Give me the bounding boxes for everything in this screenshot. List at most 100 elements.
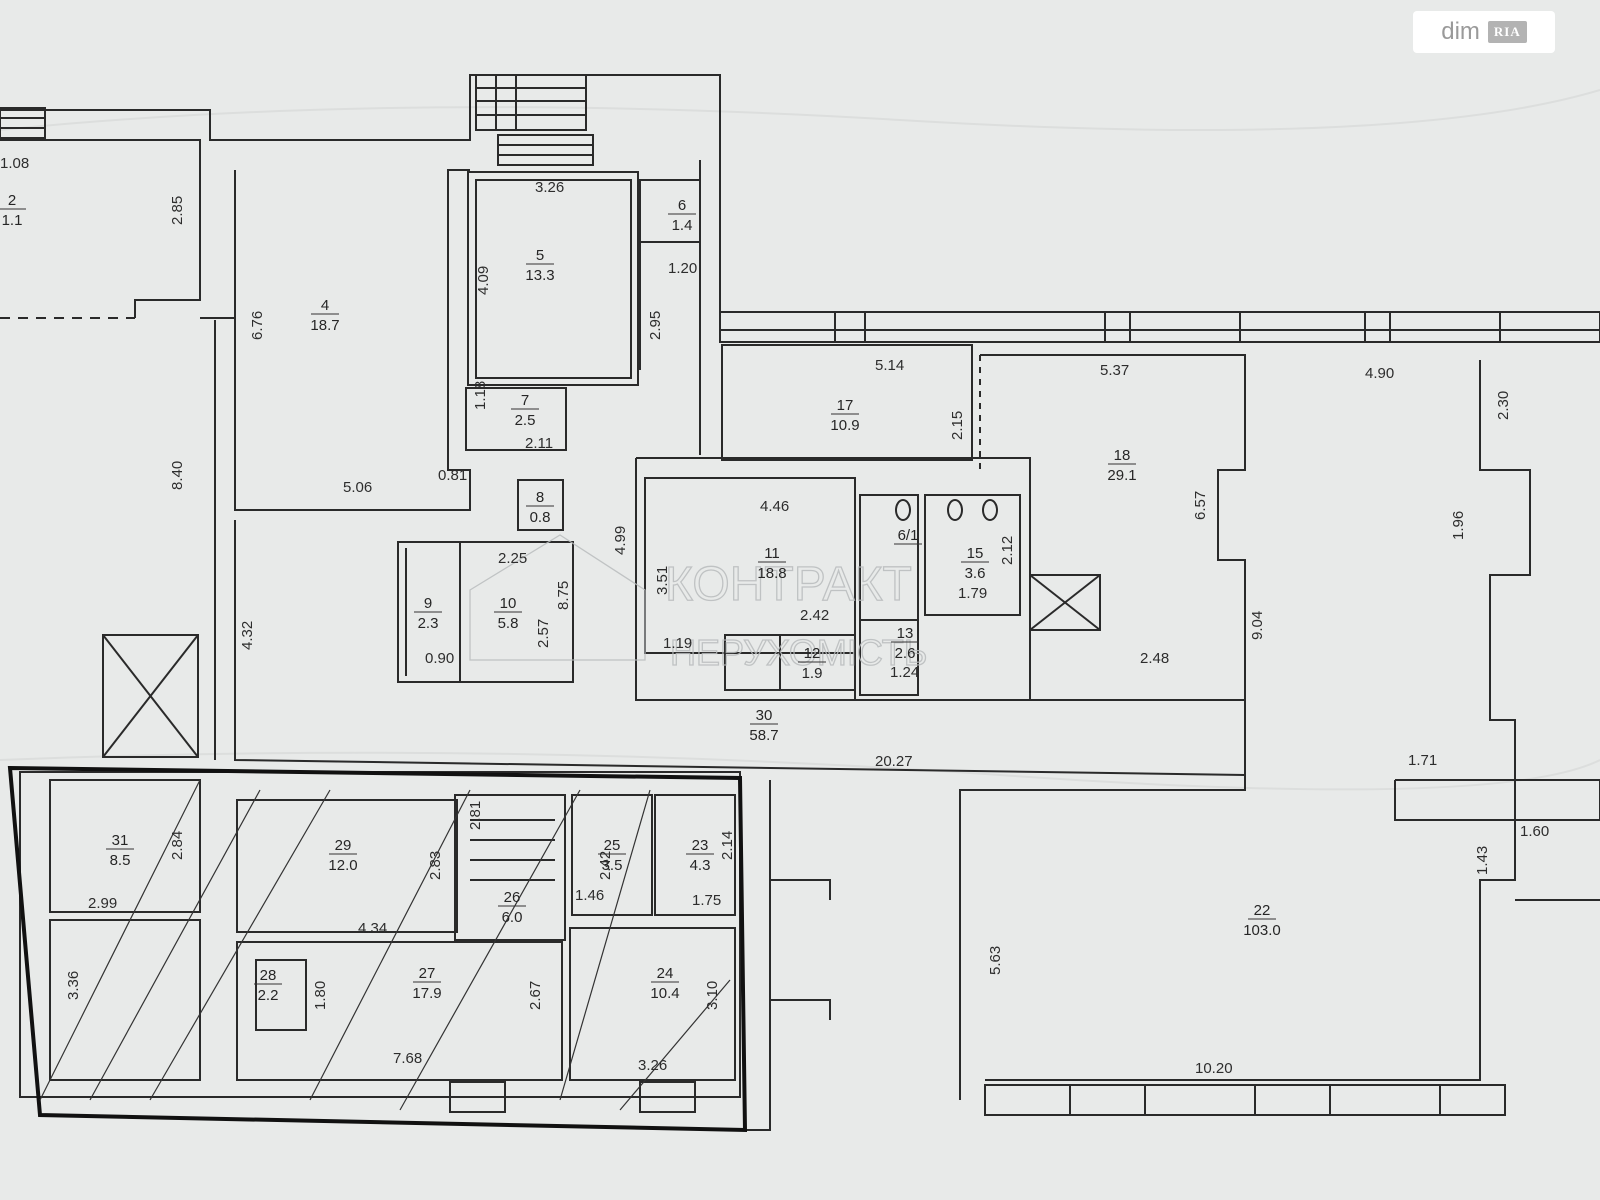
room-number: 15 (967, 545, 984, 562)
room-area: 12.0 (328, 857, 357, 874)
room15 (924, 494, 1021, 616)
room-area: 29.1 (1107, 467, 1136, 484)
room-area: 1.1 (2, 212, 23, 229)
outer-wall-top (0, 74, 1600, 331)
room-number: 2 (8, 192, 16, 209)
room-number: 9 (424, 595, 432, 612)
wall-break (745, 780, 771, 1131)
dimension-label: 1.24 (890, 664, 919, 681)
room-labels: 21.1418.7513.361.472.580.892.3105.81118.… (0, 192, 1281, 1004)
dimension-label: 2.57 (535, 619, 552, 648)
walls (0, 74, 1600, 1131)
window-strip (984, 1084, 1506, 1116)
room-area: 2.5 (515, 412, 536, 429)
room-area: 2.3 (418, 615, 439, 632)
dimension-label: 3.10 (704, 981, 721, 1010)
room22-left-wall (959, 700, 1246, 1100)
dimension-label: 7.68 (393, 1050, 422, 1067)
agency-watermark: КОНТРАКТ НЕРУХОМІСТЬ (469, 534, 928, 674)
dimension-labels: 1.082.853.261.204.092.956.768.401.182.11… (0, 155, 1549, 1077)
dimension-label: 1.60 (1520, 823, 1549, 840)
dimension-label: 4.32 (239, 621, 256, 650)
dimension-label: 5.06 (343, 479, 372, 496)
dimension-label: 4.99 (612, 526, 629, 555)
stair-26 (454, 794, 566, 941)
dimension-label: 9.04 (1249, 611, 1266, 640)
dimension-label: 2.42 (800, 607, 829, 624)
toilet-icon (895, 499, 911, 521)
dimension-label: 2.85 (169, 196, 186, 225)
room8-outline (517, 479, 564, 531)
dimension-label: 1.75 (692, 892, 721, 909)
dimension-label: 0.81 (438, 467, 467, 484)
dimria-logo: dim RIA (1413, 11, 1555, 53)
hatch-lines (39, 779, 731, 1111)
room-number: 26 (504, 889, 521, 906)
window-left (0, 107, 46, 139)
dimension-label: 3.36 (65, 971, 82, 1000)
dimension-label: 2.12 (999, 536, 1016, 565)
column-cross (1394, 779, 1600, 821)
dimension-label: 3.51 (654, 566, 671, 595)
room-number: 4 (321, 297, 329, 314)
dimension-label: 2.15 (949, 411, 966, 440)
dimension-label: 5.63 (987, 946, 1004, 975)
dimension-label: 8.40 (169, 461, 186, 490)
dimension-label: 1.46 (575, 887, 604, 904)
window-strip-top (719, 311, 1600, 343)
dimension-label: 2.25 (498, 550, 527, 567)
room-area: 5.8 (498, 615, 519, 632)
room-number: 23 (692, 837, 709, 854)
room-area: 13.3 (525, 267, 554, 284)
dimension-label: 4.34 (358, 920, 387, 937)
dimension-label: 1.79 (958, 585, 987, 602)
room-area: 18.8 (757, 565, 786, 582)
dimension-label: 5.37 (1100, 362, 1129, 379)
room-area: 2.2 (258, 987, 279, 1004)
room22-right-wall (985, 360, 1531, 1081)
wall-left-top (0, 139, 201, 318)
dimension-label: 2.84 (169, 831, 186, 860)
window-bottom (639, 1081, 696, 1113)
room-number: 17 (837, 397, 854, 414)
room23-outline (654, 794, 736, 916)
shaft-left (102, 634, 199, 758)
room-area: 0.8 (530, 509, 551, 526)
dimension-label: 1.96 (1450, 511, 1467, 540)
room-number: 7 (521, 392, 529, 409)
room-number: 25 (604, 837, 621, 854)
dimension-label: 4.46 (760, 498, 789, 515)
room-area: 6.0 (502, 909, 523, 926)
dimension-label: 2.95 (647, 311, 664, 340)
room-number: 31 (112, 832, 129, 849)
room-area: 3.5 (602, 857, 623, 874)
dimension-label: 1.80 (312, 981, 329, 1010)
room7-outline (465, 387, 567, 451)
dimension-label: 4.09 (475, 266, 492, 295)
room-area: 1.4 (672, 217, 693, 234)
dimension-label: 0.90 (425, 650, 454, 667)
dimension-label: 5.14 (875, 357, 904, 374)
room-area: 17.9 (412, 985, 441, 1002)
dimension-label: 4.90 (1365, 365, 1394, 382)
room-number: 11 (764, 545, 780, 562)
dimension-label: 2.83 (427, 851, 444, 880)
room6-1-13 (859, 494, 919, 696)
dimension-label: 2.48 (1140, 650, 1169, 667)
room28-outline (255, 959, 307, 1031)
dimension-label: 2.14 (719, 831, 736, 860)
room31b-outline (49, 919, 201, 1081)
dimension-label: 2.30 (1495, 391, 1512, 420)
room-number: 5 (536, 247, 544, 264)
room-number: 29 (335, 837, 352, 854)
room-area: 8.5 (110, 852, 131, 869)
window-bottom (449, 1081, 506, 1113)
room-area: 3.6 (965, 565, 986, 582)
dimension-label: 2.11 (525, 435, 553, 452)
room-number: 24 (657, 965, 674, 982)
room-number: 10 (500, 595, 517, 612)
room27-outline (236, 941, 563, 1081)
room17-outline (721, 344, 973, 461)
room-number: 27 (419, 965, 436, 982)
room5-outline (467, 171, 639, 386)
